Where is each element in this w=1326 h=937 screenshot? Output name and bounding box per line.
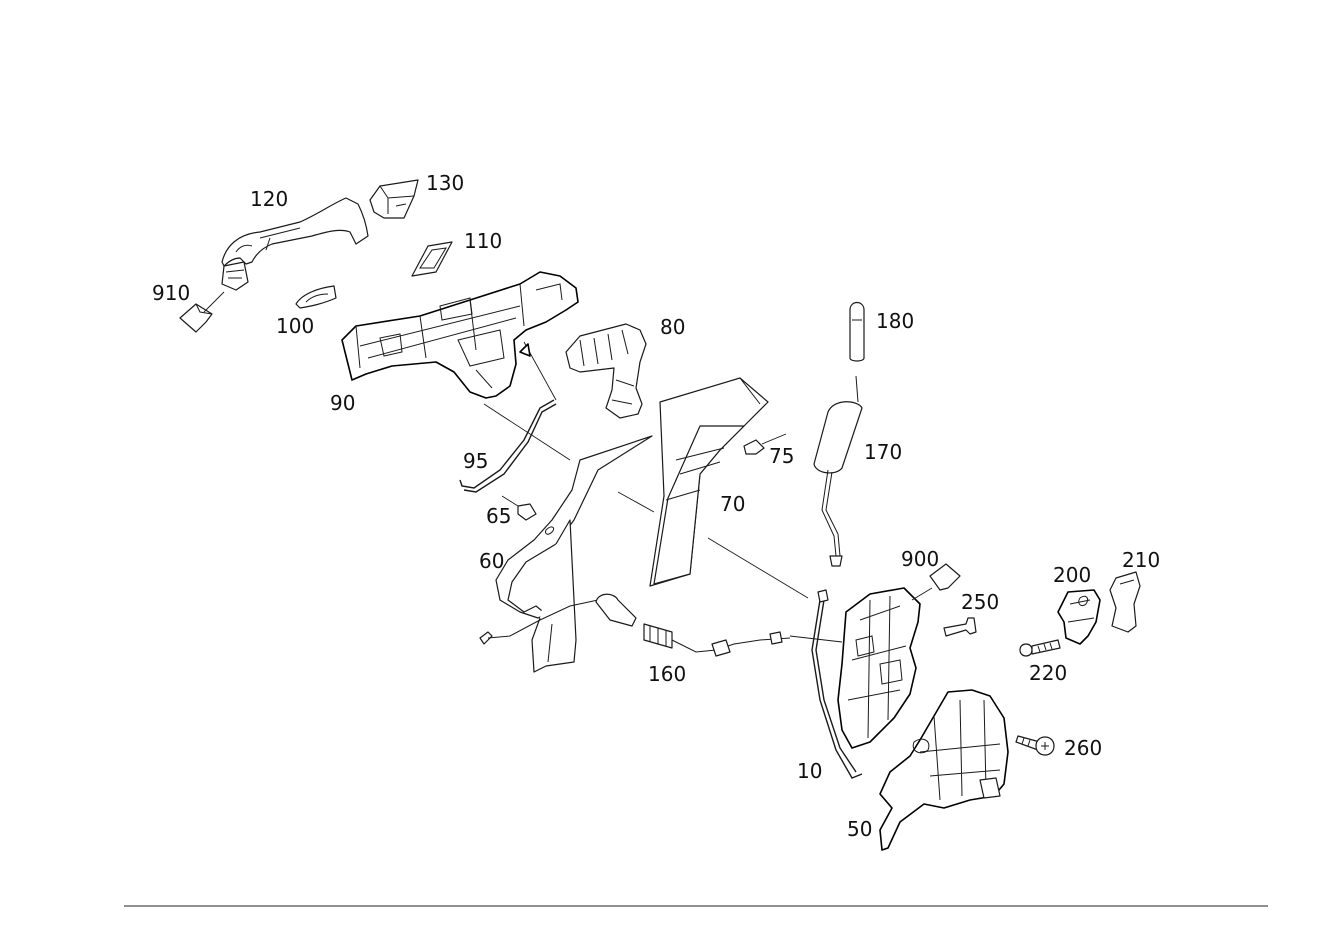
callout-250: 250 xyxy=(961,590,999,614)
part-10-lock xyxy=(789,587,921,779)
callout-900: 900 xyxy=(901,547,939,571)
part-160-cable xyxy=(479,593,791,657)
part-910-pad xyxy=(179,291,225,333)
part-130-handle-cap xyxy=(369,179,419,219)
callout-70: 70 xyxy=(720,492,745,516)
callout-labels: 120 130 110 910 100 90 80 180 95 75 170 … xyxy=(152,171,1160,841)
part-65-pin xyxy=(501,495,537,521)
part-260-screw xyxy=(1015,735,1055,756)
callout-60: 60 xyxy=(479,549,504,573)
callout-160: 160 xyxy=(648,662,686,686)
part-90-handle-carrier xyxy=(341,271,579,401)
part-170-actuator xyxy=(813,375,863,567)
callout-65: 65 xyxy=(486,504,511,528)
callout-180: 180 xyxy=(876,309,914,333)
part-250-bolt xyxy=(943,617,977,637)
callout-210: 210 xyxy=(1122,548,1160,572)
callout-120: 120 xyxy=(250,187,288,211)
part-50-lock-housing xyxy=(879,689,1009,851)
callout-110: 110 xyxy=(464,229,502,253)
callout-200: 200 xyxy=(1053,563,1091,587)
part-70-trim xyxy=(649,377,769,587)
part-120-door-handle xyxy=(221,197,369,291)
part-220-screw xyxy=(1019,639,1061,657)
part-110-gasket xyxy=(411,241,453,277)
callout-130: 130 xyxy=(426,171,464,195)
callout-75: 75 xyxy=(769,444,794,468)
callout-260: 260 xyxy=(1064,736,1102,760)
part-180-cap xyxy=(849,301,865,362)
part-210-shim xyxy=(1109,571,1141,633)
part-75-clip xyxy=(743,433,787,455)
callout-100: 100 xyxy=(276,314,314,338)
callout-50: 50 xyxy=(847,817,872,841)
callout-90: 90 xyxy=(330,391,355,415)
callout-170: 170 xyxy=(864,440,902,464)
part-60-cover xyxy=(495,435,653,673)
part-100-bezel xyxy=(295,285,337,309)
callout-220: 220 xyxy=(1029,661,1067,685)
callout-10: 10 xyxy=(797,759,822,783)
callout-95: 95 xyxy=(463,449,488,473)
part-200-striker xyxy=(1057,589,1101,645)
part-80-bracket xyxy=(565,323,647,419)
part-900-pad xyxy=(911,563,961,601)
part-95-rod xyxy=(459,399,557,493)
callout-80: 80 xyxy=(660,315,685,339)
callout-910: 910 xyxy=(152,281,190,305)
